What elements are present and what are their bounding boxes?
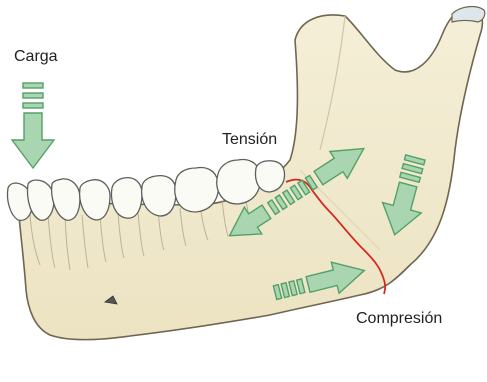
condyle <box>452 7 485 22</box>
load-dash-1 <box>23 83 43 88</box>
load-dash-2 <box>23 93 43 98</box>
tooth-5 <box>112 178 142 219</box>
tension-label: Tensión <box>222 131 277 149</box>
load-dash-3 <box>23 103 43 108</box>
tooth-8 <box>217 160 261 204</box>
tooth-9 <box>256 161 285 192</box>
compression-label: Compresión <box>356 310 442 328</box>
load-label: Carga <box>14 48 58 66</box>
down-arrow-icon <box>12 113 54 168</box>
load-arrow <box>12 83 54 168</box>
tooth-7 <box>175 168 219 212</box>
